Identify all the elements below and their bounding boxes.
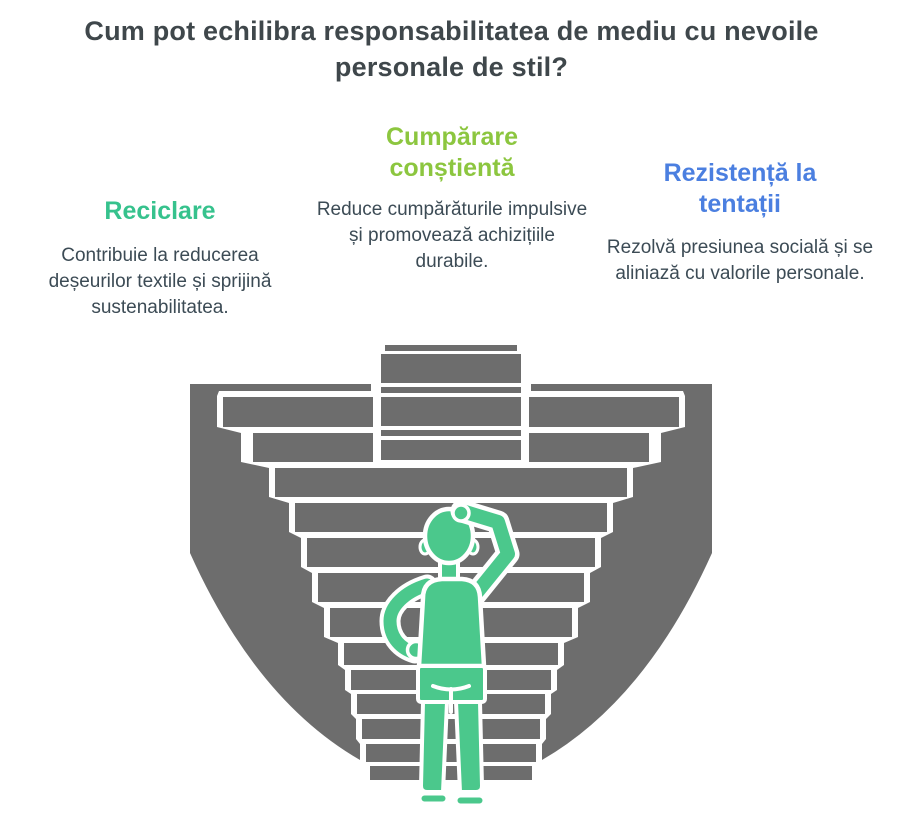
stair-step [381, 354, 521, 383]
column-body: Reduce cumpărăturile impulsive și promov… [316, 199, 588, 273]
right-wing-shape [531, 384, 712, 760]
person-torso [416, 576, 487, 669]
person-foot [418, 792, 449, 805]
page-title: Cum pot echilibra responsabilitatea de m… [84, 16, 819, 82]
column-rezistenta-tentatii: Rezistență la tentații Rezolvă presiunea… [606, 158, 874, 287]
left-wing-shape [190, 384, 371, 760]
stair-step [275, 468, 627, 497]
stair-step [253, 433, 373, 462]
person-akimbo-arm [383, 578, 434, 660]
stair-step [529, 397, 679, 427]
stair-step [370, 766, 532, 780]
column-cumparare-constienta: Cumpărare conștientă Reduce cumpărăturil… [316, 122, 588, 276]
person-raised-arm [455, 504, 515, 603]
stair-step [381, 387, 521, 393]
person-foot [454, 794, 486, 807]
person-left-leg [419, 700, 449, 794]
column-reciclare: Reciclare Contribuie la reducerea deșeur… [24, 196, 296, 321]
column-body: Contribuie la reducerea deșeurilor texti… [48, 244, 272, 318]
column-body: Rezolvă presiunea socială și se aliniază… [606, 237, 874, 285]
person-hand-on-head [451, 503, 471, 523]
column-heading: Rezistență la tentații [663, 159, 817, 218]
stair-step [385, 345, 517, 351]
column-heading: Reciclare [104, 197, 216, 225]
person-icon [379, 499, 520, 807]
stair-step [529, 433, 649, 462]
stair-step [366, 744, 536, 762]
stair-step [381, 440, 521, 460]
center-tower [381, 345, 521, 460]
stair-step [223, 397, 373, 427]
person-right-leg [454, 700, 484, 794]
stair-step [381, 397, 521, 426]
stair-step [381, 430, 521, 436]
column-heading: Cumpărare conștientă [386, 123, 518, 182]
stair-step [362, 719, 540, 739]
